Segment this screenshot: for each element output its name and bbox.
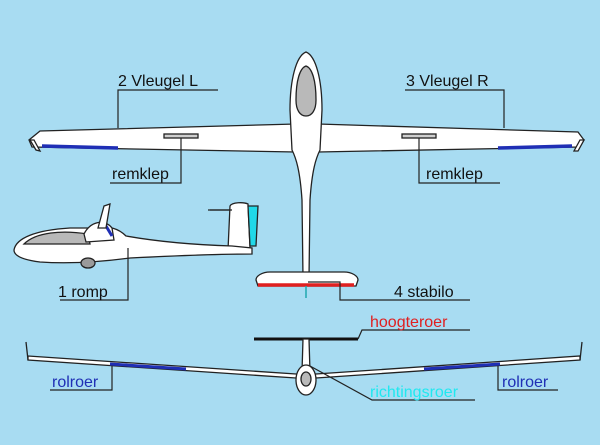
fin-side-view <box>227 202 251 251</box>
wheel-side-view <box>80 257 96 269</box>
canopy-top-view <box>295 65 317 117</box>
label-aileron-left: rolroer <box>52 374 99 391</box>
label-rudder: richtingsroer <box>370 384 459 401</box>
label-stabilizer: 4 stabilo <box>394 284 454 301</box>
label-elevator: hoogteroer <box>370 314 448 331</box>
leader-lines <box>50 89 558 401</box>
side-view <box>13 202 259 269</box>
wingtip-left-front <box>25 341 29 361</box>
winglet-left <box>28 139 42 152</box>
label-wing-right: 3 Vleugel R <box>406 73 489 90</box>
label-wing-left: 2 Vleugel L <box>118 73 198 90</box>
aileron-left-front <box>109 362 187 371</box>
airbrake-left-top <box>163 133 199 139</box>
label-airbrake-right: remklep <box>426 166 483 183</box>
label-airbrake-left: remklep <box>112 166 169 183</box>
top-view <box>28 51 586 298</box>
aileron-left-top <box>41 144 119 150</box>
label-fuselage: 1 romp <box>58 284 108 301</box>
front-view <box>25 337 583 396</box>
canopy-front-view <box>300 371 312 387</box>
label-aileron-right: rolroer <box>502 374 549 391</box>
aileron-right-top <box>497 144 573 150</box>
wingtip-right-front <box>579 341 583 361</box>
winglet-right <box>572 139 586 152</box>
aileron-right-front <box>423 362 501 371</box>
rudder-side-view <box>247 205 259 247</box>
airbrake-side-view <box>97 203 111 229</box>
wing-blue-side-view <box>104 225 114 237</box>
airbrake-right-top <box>401 133 437 139</box>
